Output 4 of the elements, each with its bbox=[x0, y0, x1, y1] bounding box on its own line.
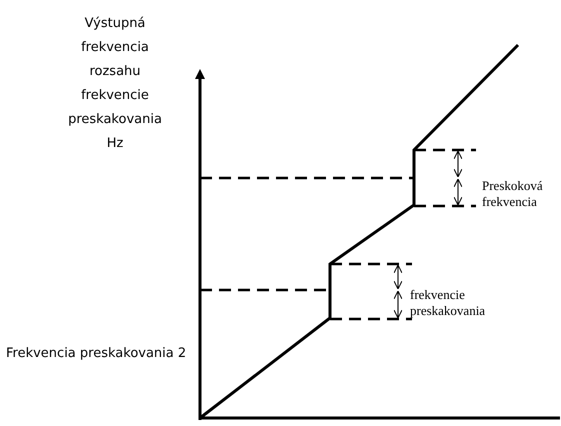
annotation-label: Frekvencia preskakovania 2 bbox=[6, 346, 186, 361]
annotation-label: frekvencie preskakovania bbox=[410, 287, 486, 319]
annotation-label: Preskoková frekvencia bbox=[482, 178, 544, 210]
axis-label: Výstupná frekvencia rozsahu frekvencie preskakovania Hz bbox=[67, 15, 163, 153]
